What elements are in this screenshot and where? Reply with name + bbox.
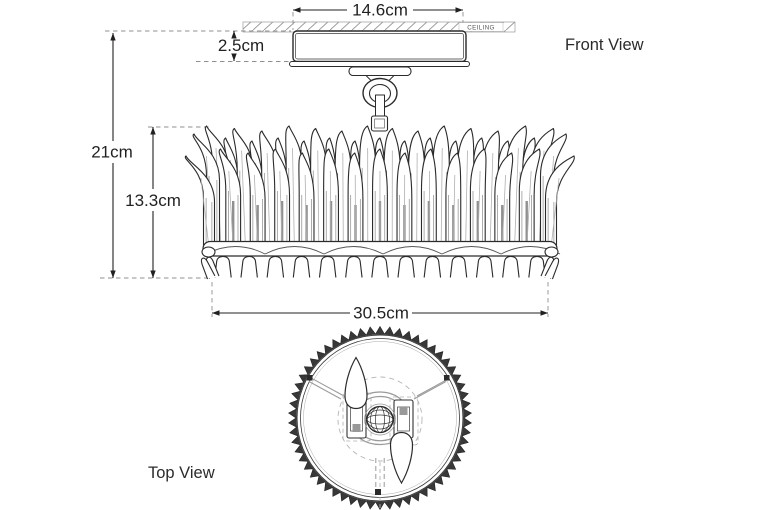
leaf-shade-front: [184, 125, 575, 251]
chain-link: [370, 115, 389, 132]
scalloped-fringe: [200, 255, 560, 280]
canopy-plate: [348, 66, 412, 77]
canopy-flange: [289, 61, 470, 67]
inner-dashed-circle: [337, 376, 423, 462]
top-view-drawing: [288, 325, 472, 510]
support-spokes: [308, 378, 450, 489]
front-view-label: Front View: [565, 36, 644, 54]
dim-shade-height: 13.3cm: [125, 191, 181, 210]
dim-shade-width: 30.5cm: [353, 304, 409, 323]
dimension-lines: [110, 7, 548, 316]
top-view-label: Top View: [148, 464, 215, 482]
bulb-upper: [344, 356, 368, 410]
ceiling-label: CEILING: [467, 24, 495, 31]
stem: [375, 94, 385, 118]
canopy-assembly: [289, 30, 470, 132]
bulb-lower: [389, 431, 414, 485]
spoke-anchors: [307, 375, 450, 495]
dim-canopy-width: 14.6cm: [352, 1, 408, 20]
extension-lines: [100, 12, 549, 317]
dim-canopy-height: 2.5cm: [218, 36, 264, 55]
dim-overall-height: 21cm: [91, 143, 133, 162]
center-finial: [364, 403, 396, 436]
rope-band: [201, 240, 561, 258]
